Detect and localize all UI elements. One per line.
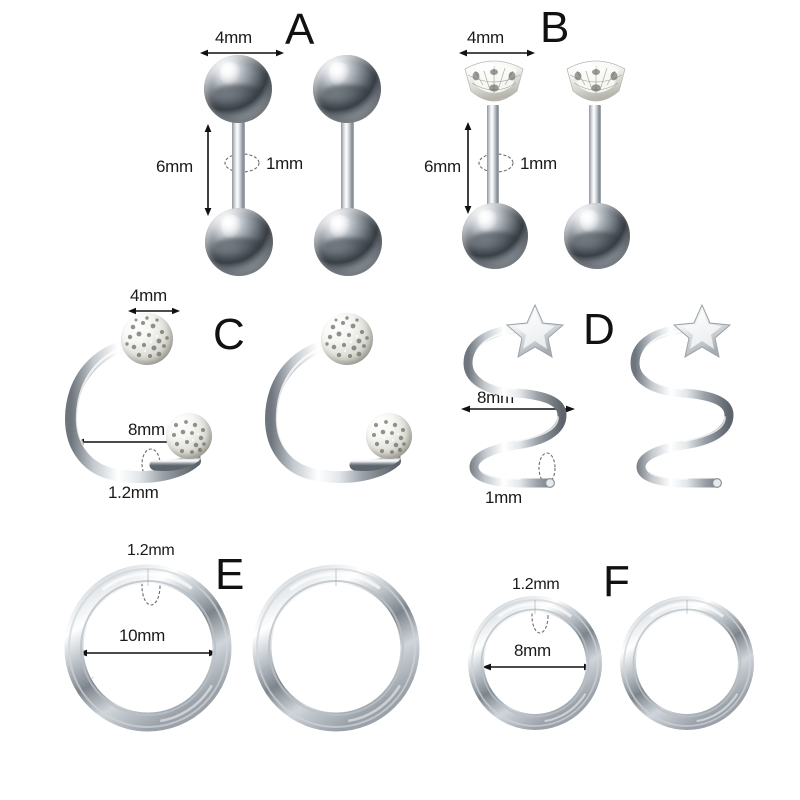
seamless-ring-e-2 bbox=[252, 564, 420, 732]
crystal-crown bbox=[566, 60, 626, 102]
dim-c-width-arrow bbox=[128, 307, 180, 315]
dim-a-width-arrow bbox=[200, 49, 284, 57]
seamless-ring-f-2 bbox=[620, 596, 754, 730]
dim-c-width-label: 4mm bbox=[130, 286, 167, 305]
barbell-ball-bottom bbox=[564, 203, 630, 269]
pave-crystal-ball-bottom bbox=[166, 413, 212, 459]
star-top bbox=[672, 303, 732, 359]
star-top bbox=[505, 303, 565, 359]
group-label-d: D bbox=[583, 305, 615, 354]
spiral-d-1 bbox=[463, 324, 567, 489]
dim-b-length-arrow bbox=[464, 122, 472, 214]
barbell-ball-top bbox=[204, 55, 272, 123]
group-label-c: C bbox=[213, 310, 245, 359]
group-label-b: B bbox=[540, 3, 570, 52]
group-label-a: A bbox=[285, 5, 315, 54]
crystal-crown bbox=[464, 60, 524, 102]
dim-a-width-label: 4mm bbox=[215, 28, 252, 47]
dim-b-width-arrow bbox=[459, 49, 535, 57]
barbell-ball-top bbox=[313, 55, 381, 123]
seamless-ring-f-1 bbox=[468, 596, 602, 730]
dim-d-gauge-label: 1mm bbox=[485, 488, 522, 507]
dim-b-gauge-label: 1mm bbox=[520, 154, 557, 173]
group-label-f: F bbox=[603, 557, 630, 606]
spiral-d-2 bbox=[630, 324, 734, 489]
dim-f-gauge-label: 1.2mm bbox=[512, 576, 560, 593]
dim-b-length-label: 6mm bbox=[424, 157, 461, 176]
dim-c-span-label: 8mm bbox=[128, 420, 165, 439]
pave-crystal-ball-bottom bbox=[366, 413, 412, 459]
pave-crystal-ball-top bbox=[121, 313, 173, 365]
barbell-shaft bbox=[232, 108, 245, 230]
barbell-ball-bottom bbox=[314, 208, 382, 276]
dim-e-gauge-label: 1.2mm bbox=[127, 542, 175, 559]
dim-a-length-label: 6mm bbox=[156, 157, 193, 176]
seamless-ring-e-1 bbox=[64, 564, 232, 732]
pave-crystal-ball-top bbox=[321, 313, 373, 365]
dim-a-length-arrow bbox=[204, 124, 212, 216]
dim-a-gauge-label: 1mm bbox=[266, 154, 303, 173]
barbell-shaft bbox=[341, 108, 354, 230]
barbell-ball-bottom bbox=[462, 203, 528, 269]
barbell-shaft bbox=[589, 105, 601, 225]
dim-f-diameter-label: 8mm bbox=[514, 641, 551, 660]
group-label-e: E bbox=[215, 550, 245, 599]
barbell-shaft bbox=[487, 105, 499, 225]
dim-e-diameter-label: 10mm bbox=[119, 626, 166, 645]
dim-d-span-arrow bbox=[461, 405, 575, 413]
dim-b-width-label: 4mm bbox=[467, 28, 504, 47]
dim-d-gauge-ellipse bbox=[538, 452, 556, 484]
barbell-ball-bottom bbox=[205, 208, 273, 276]
dim-c-gauge-label: 1.2mm bbox=[108, 483, 159, 502]
